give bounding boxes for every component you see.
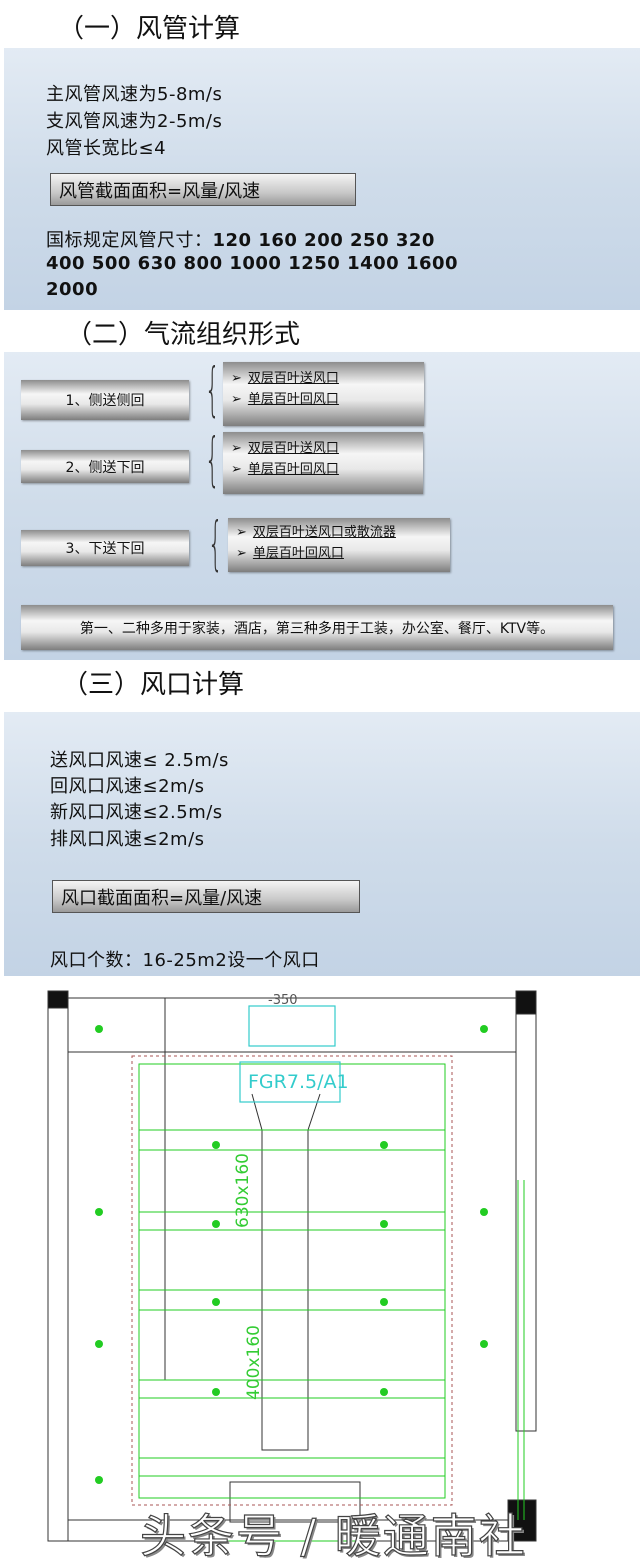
duct-calc-slide: 主风管风速为5-8m/s 支风管风速为2-5m/s 风管长宽比≤4 风管截面面积… bbox=[4, 48, 640, 310]
bullet-icon: ➢ bbox=[231, 371, 242, 386]
vent-rule-return: 回风口风速≤2m/s bbox=[50, 776, 205, 797]
form-3-options: ➢ 双层百叶送风口或散流器 ➢ 单层百叶回风口 bbox=[228, 518, 450, 572]
duct-area-formula: 风管截面面积=风量/风速 bbox=[50, 173, 356, 206]
branch-duct-size-label: 400x160 bbox=[244, 1325, 264, 1400]
form-3-option-1: 双层百叶送风口或散流器 bbox=[252, 525, 396, 540]
main-duct-size-label: 630x160 bbox=[233, 1153, 253, 1228]
duct-rule-ratio: 风管长宽比≤4 bbox=[46, 138, 167, 159]
hvac-floor-plan-drawing: -350 FGR7.5/A1 630x160 400x160 bbox=[0, 980, 640, 1551]
form-1-label: 1、侧送侧回 bbox=[21, 380, 189, 420]
brace-icon: { bbox=[208, 509, 223, 577]
duct-rule-main: 主风管风速为5-8m/s bbox=[46, 84, 223, 105]
floor-plan-svg: -350 FGR7.5/A1 630x160 400x160 bbox=[47, 990, 537, 1542]
form-2-option-2: 单层百叶回风口 bbox=[247, 462, 339, 477]
duct-sizes-values2: 400 500 630 800 1000 1250 1400 1600 bbox=[46, 253, 459, 274]
form-2-options: ➢ 双层百叶送风口 ➢ 单层百叶回风口 bbox=[223, 432, 423, 494]
form-2-option-1: 双层百叶送风口 bbox=[247, 441, 339, 456]
form-1-option-1: 双层百叶送风口 bbox=[247, 371, 339, 386]
brace-icon: { bbox=[205, 355, 220, 423]
vent-calc-slide: 送风口风速≤ 2.5m/s 回风口风速≤2m/s 新风口风速≤2.5m/s 排风… bbox=[4, 712, 640, 976]
dim-top-label: -350 bbox=[268, 993, 298, 1008]
bullet-icon: ➢ bbox=[236, 525, 247, 540]
section3-title: （三）风口计算 bbox=[62, 670, 245, 700]
vent-count-rule: 风口个数：16-25m2设一个风口 bbox=[50, 950, 320, 971]
section2-title: （二）气流组织形式 bbox=[66, 320, 301, 350]
duct-rule-branch: 支风管风速为2-5m/s bbox=[46, 111, 223, 132]
vent-rule-fresh: 新风口风速≤2.5m/s bbox=[50, 802, 223, 823]
form-1-options: ➢ 双层百叶送风口 ➢ 单层百叶回风口 bbox=[223, 362, 424, 426]
vent-rule-exhaust: 排风口风速≤2m/s bbox=[50, 829, 205, 850]
bullet-icon: ➢ bbox=[231, 392, 242, 407]
form-3-label: 3、下送下回 bbox=[21, 530, 189, 566]
airflow-usage-note: 第一、二种多用于家装，酒店，第三种多用于工装，办公室、餐厅、KTV等。 bbox=[21, 605, 613, 650]
vent-area-formula: 风口截面面积=风量/风速 bbox=[52, 880, 360, 913]
duct-sizes-label: 国标规定风管尺寸： bbox=[46, 230, 213, 251]
form-3-option-2: 单层百叶回风口 bbox=[252, 546, 344, 561]
bullet-icon: ➢ bbox=[231, 462, 242, 477]
watermark-text: 头条号 / 暖通南社 bbox=[139, 1508, 527, 1563]
bullet-icon: ➢ bbox=[231, 441, 242, 456]
form-2-label: 2、侧送下回 bbox=[21, 450, 189, 483]
brace-icon: { bbox=[205, 425, 220, 493]
duct-sizes-line1: 国标规定风管尺寸：120 160 200 250 320 bbox=[46, 226, 435, 252]
bullet-icon: ➢ bbox=[236, 546, 247, 561]
vent-rule-supply: 送风口风速≤ 2.5m/s bbox=[50, 750, 229, 771]
unit-tag-label: FGR7.5/A1 bbox=[248, 1071, 349, 1093]
section1-title: （一）风管计算 bbox=[58, 14, 241, 44]
form-1-option-2: 单层百叶回风口 bbox=[247, 392, 339, 407]
duct-sizes-values3: 2000 bbox=[46, 279, 99, 300]
duct-sizes-values1: 120 160 200 250 320 bbox=[212, 230, 435, 251]
